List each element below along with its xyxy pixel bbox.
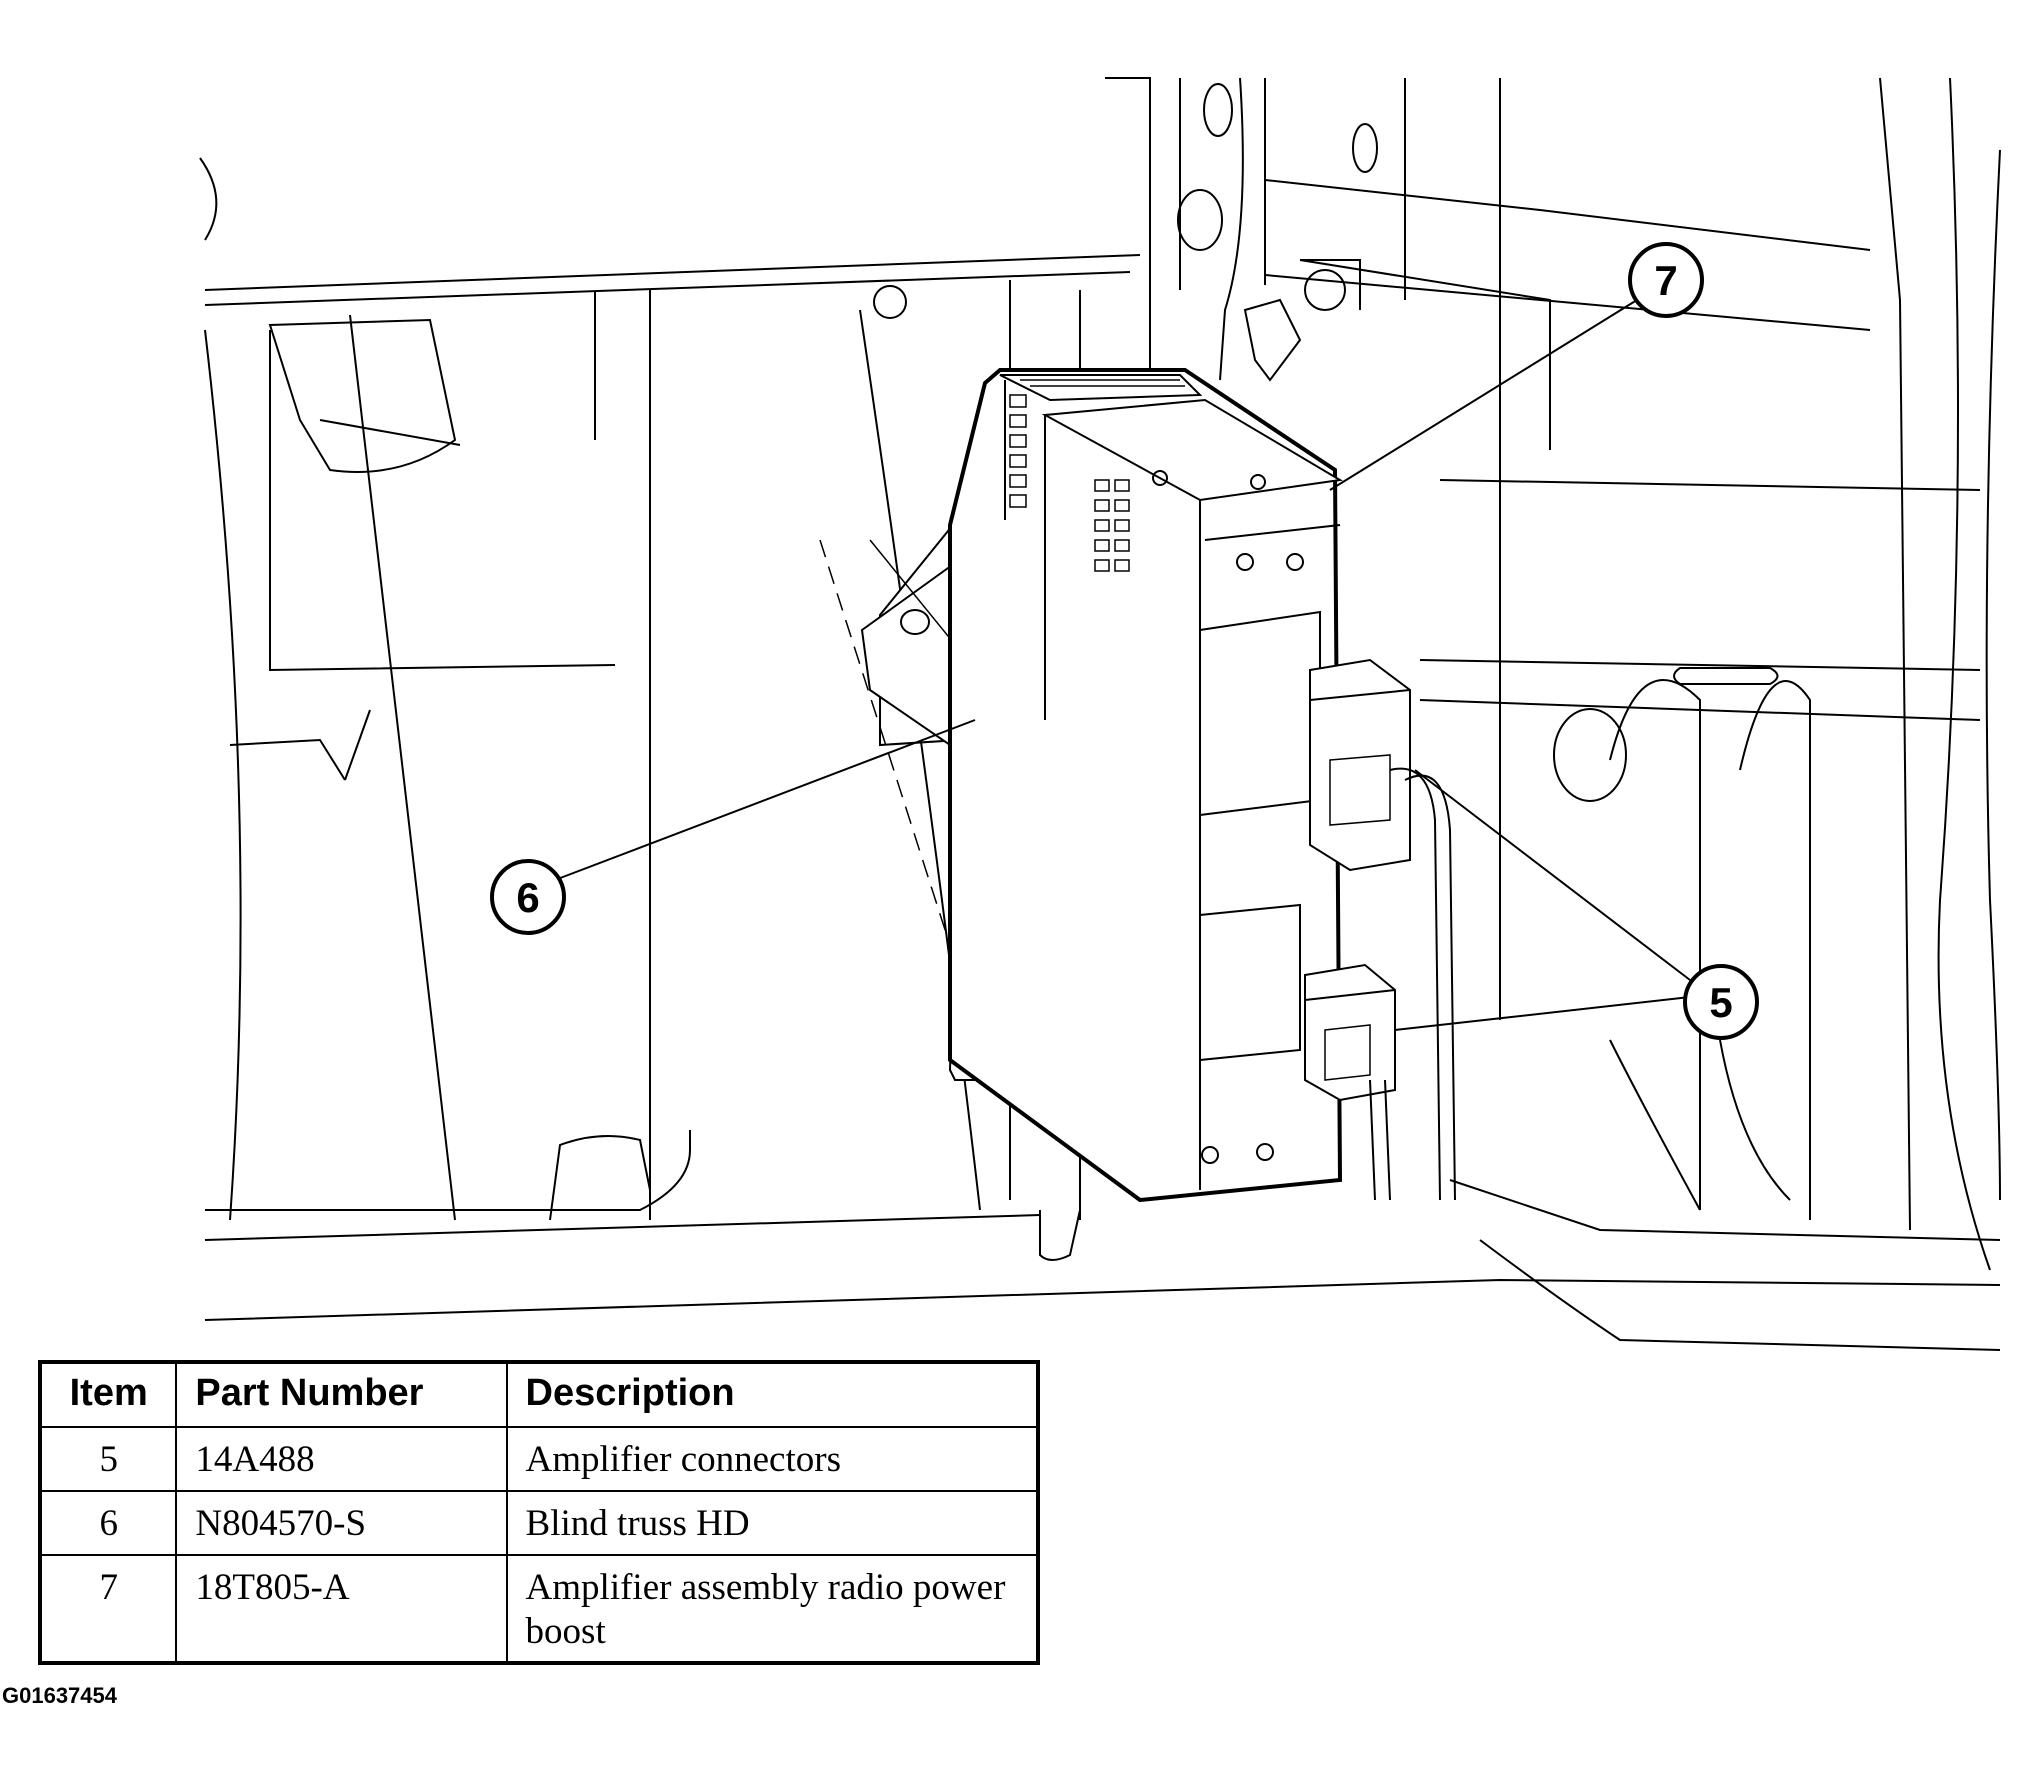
callout-7-label: 7 bbox=[1654, 257, 1677, 304]
callout-6: 6 bbox=[490, 859, 566, 935]
amplifier-top-heatsink bbox=[999, 374, 1203, 402]
cell-item: 7 bbox=[38, 1554, 178, 1664]
amplifier-connectors bbox=[1304, 658, 1456, 1201]
cell-part-number: 18T805-A bbox=[175, 1554, 508, 1664]
cell-item: 6 bbox=[38, 1490, 178, 1556]
cell-item: 5 bbox=[38, 1426, 178, 1492]
table-row: 7 18T805-A Amplifier assembly radio powe… bbox=[38, 1554, 1040, 1664]
header-description: Description bbox=[505, 1361, 1040, 1428]
amplifier-vent-grille bbox=[1009, 394, 1130, 572]
table-row: 6 N804570-S Blind truss HD bbox=[38, 1490, 1040, 1556]
parts-table: Item Part Number Description 5 14A488 Am… bbox=[38, 1360, 1040, 1665]
leader-lines bbox=[554, 294, 1691, 1031]
callout-7: 7 bbox=[1628, 242, 1704, 318]
table-row: 5 14A488 Amplifier connectors bbox=[38, 1426, 1040, 1492]
header-part-number: Part Number bbox=[175, 1361, 508, 1428]
callout-5: 5 bbox=[1683, 964, 1759, 1040]
amplifier-assembly bbox=[948, 368, 1343, 1203]
cell-description: Blind truss HD bbox=[505, 1490, 1040, 1556]
cell-description: Amplifier connectors bbox=[505, 1426, 1040, 1492]
header-item: Item bbox=[38, 1361, 178, 1428]
callout-6-label: 6 bbox=[516, 874, 539, 921]
cell-description: Amplifier assembly radio power boost bbox=[505, 1554, 1040, 1664]
callout-5-label: 5 bbox=[1709, 979, 1732, 1026]
table-header-row: Item Part Number Description bbox=[38, 1361, 1040, 1428]
cell-part-number: 14A488 bbox=[175, 1426, 508, 1492]
figure-code: G01637454 bbox=[2, 1683, 117, 1708]
cell-part-number: N804570-S bbox=[175, 1490, 508, 1556]
